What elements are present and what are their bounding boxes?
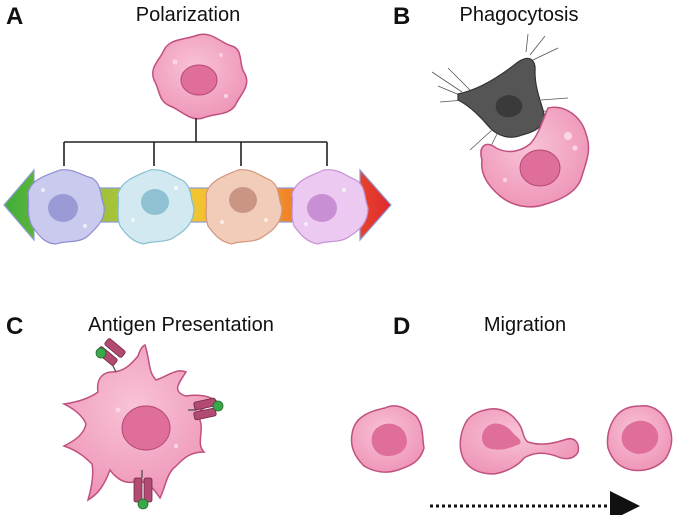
- mhc-receptor-icon: [188, 397, 224, 421]
- panel-a-letter: A: [6, 3, 23, 30]
- migrating-macrophage-3: [606, 405, 673, 472]
- panel-c-title: Antigen Presentation: [88, 314, 274, 336]
- pathogen-cell-icon: [431, 33, 569, 157]
- panel-c: C Antigen Presentation: [6, 313, 274, 510]
- engulfing-macrophage-icon: [480, 106, 590, 208]
- branch-connector: [63, 118, 328, 166]
- macrophage-state-3: [205, 169, 283, 245]
- macrophage-cell-icon: [152, 33, 248, 120]
- panel-d-title: Migration: [484, 314, 566, 336]
- panel-b: B Phagocytosis: [393, 3, 590, 208]
- mhc-receptor-icon: [95, 338, 126, 373]
- panel-d: D Migration: [350, 313, 673, 515]
- dendritic-macrophage-icon: [61, 344, 222, 502]
- panel-d-letter: D: [393, 313, 410, 340]
- panel-a-title: Polarization: [136, 4, 241, 26]
- macrophage-state-2: [117, 169, 195, 245]
- macrophage-state-4: [291, 169, 369, 245]
- panel-a: A Polarization: [3, 3, 392, 245]
- mhc-receptor-icon: [133, 470, 153, 510]
- macrophage-state-1: [27, 169, 105, 245]
- migrating-macrophage-1: [350, 405, 425, 473]
- panel-b-title: Phagocytosis: [460, 4, 579, 26]
- migrating-macrophage-2: [459, 408, 580, 475]
- panel-c-letter: C: [6, 313, 23, 340]
- panel-b-letter: B: [393, 3, 410, 30]
